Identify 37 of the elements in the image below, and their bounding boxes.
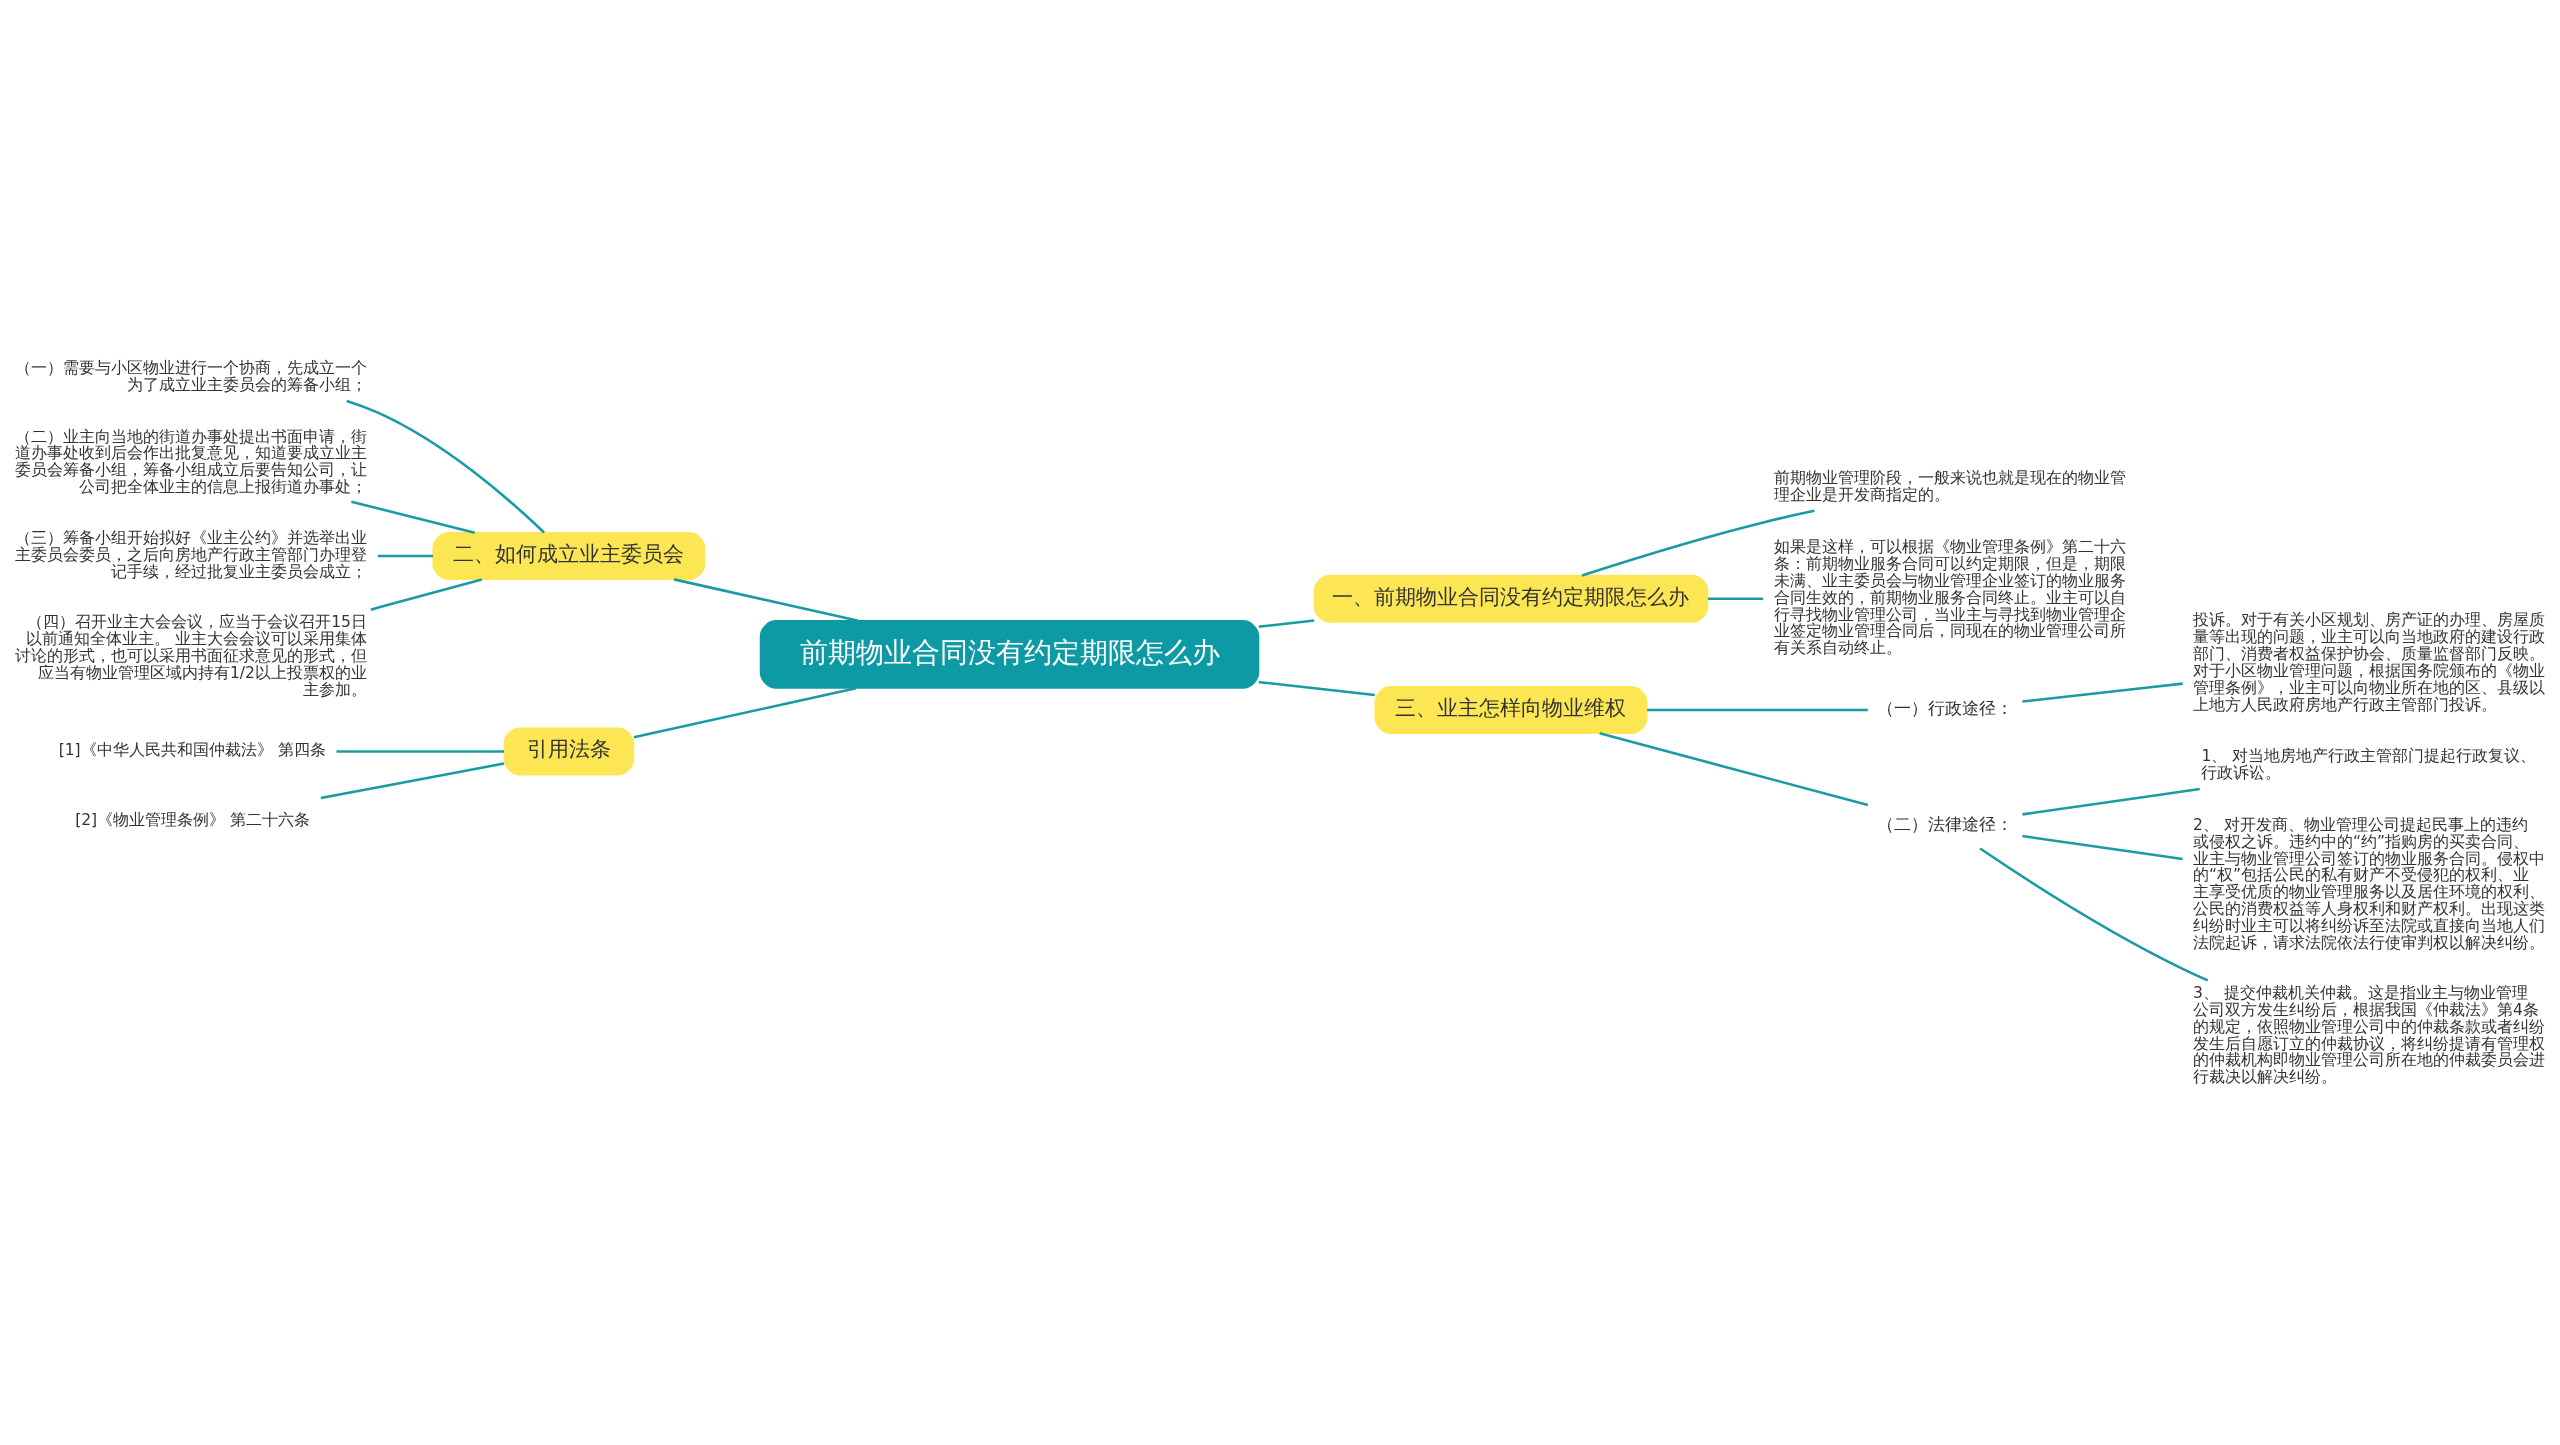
connector [351, 499, 476, 534]
connector [1647, 708, 1868, 711]
node-text: 1、 对当地房地产行政主管部门提起行政复议、行政诉讼。 [2201, 746, 2537, 782]
connector [346, 399, 545, 533]
node-text: （二）法律途径： [1877, 813, 2014, 834]
connector [2022, 834, 2183, 860]
connector [1581, 509, 1815, 577]
node-box: 三、业主怎样向物业维权 [1374, 685, 1648, 734]
connector [1258, 618, 1315, 628]
connector [1979, 846, 2209, 982]
node-box: 一、前期物业合同没有约定期限怎么办 [1313, 574, 1709, 623]
connector [673, 577, 859, 622]
node-text: （一）需要与小区物业进行一个协商，先成立一个为了成立业主委员会的筹备小组； [15, 358, 367, 394]
node-text: 如果是这样，可以根据《物业管理条例》第二十六条：前期物业服务合同可以约定期限，但是，期限未满、业主委员会与物业管理企业签订的物业服务合同生效的，前期物业服务合同终止。业主可以自行寻找物业管理公司，当业主与寻找到物业管理企业签定物业管理合同后，同现在的物业管理公司所有关系自动终止。 [1773, 537, 2126, 657]
node-text: 投诉。对于有关小区规划、房产证的办理、房屋质量等出现的问题，业主可以向当地政府的建设行政部门、消费者权益保护协会、质量监督部门反映。对于小区物业管理问题，根据国务院颁布的《物业管理条例》，业主可以向物业所在地的区、县级以上地方人民政府房地产行政主管部门投诉。 [2193, 610, 2545, 714]
connector [2022, 681, 2183, 703]
connector [1707, 596, 1764, 600]
connector [370, 577, 483, 611]
node-text: 前期物业管理阶段，一般来说也就是现在的物业管理企业是开发商指定的。 [1773, 468, 2126, 504]
node-text: [2]《物业管理条例》 第二十六条 [75, 810, 311, 829]
node-text: 3、 提交仲裁机关仲裁。这是指业主与物业管理公司双方发生纠纷后，根据我国《仲裁法》第4条的规定，依照物业管理公司中的仲裁条款或者纠纷发生后自愿订立的仲裁协议，将纠纷提请有管理权的仲裁机构即物业管理公司所在地的仲裁委员会进行裁决以解决纠纷。 [2193, 983, 2545, 1086]
node-text: 2、 对开发商、物业管理公司提起民事上的违约或侵权之诉。违约中的“约”指购房的买卖合同、业主与物业管理公司签订的物业服务合同。侵权中的“权”包括公民的私有财产不受侵犯的权利、业主享受优质的物业管理服务以及居住环境的权利、公民的消费权益等人身权利和财产权利。出现这类纠纷时业主可以将纠纷诉至法院或直接向当地人们法院起诉，请求法院依法行使审判权以解决纠纷。 [2193, 815, 2545, 952]
connector [1599, 731, 1869, 806]
node-box: 前期物业合同没有约定期限怎么办 [759, 619, 1260, 689]
node-text: [1]《中华人民共和国仲裁法》 第四条 [58, 740, 326, 759]
connector [1258, 680, 1375, 696]
node-text: （一）行政途径： [1877, 697, 2014, 718]
connector [2022, 787, 2200, 816]
connector [336, 749, 505, 753]
node-box: 引用法条 [503, 727, 635, 775]
node-box: 二、如何成立业主委员会 [432, 531, 706, 580]
node-text: （二）业主向当地的街道办事处提出书面申请，街道办事处收到后会作出批复意见，知道要成立业主委员会筹备小组，筹备小组成立后要告知公司，让公司把全体业主的信息上报街道办事处； [15, 427, 367, 496]
connector [633, 686, 857, 739]
connector [377, 554, 433, 557]
connector [320, 761, 505, 799]
node-text: （三）筹备小组开始拟好《业主公约》并选举出业主委员会委员，之后向房地产行政主管部门办理登记手续，经过批复业主委员会成立； [15, 528, 367, 581]
node-text: （四）召开业主大会会议，应当于会议召开15日以前通知全体业主。 业主大会会议可以采用集体讨论的形式，也可以采用书面征求意见的形式，但应当有物业管理区域内持有1/2以上投票权的业主参加。 [15, 612, 367, 699]
